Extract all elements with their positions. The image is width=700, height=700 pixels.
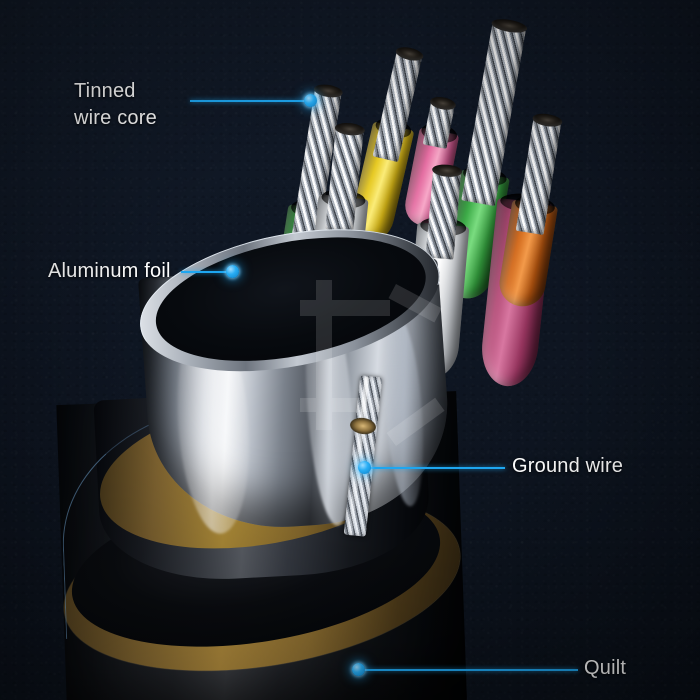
callout-label-quilt: Quilt — [584, 655, 626, 682]
callout-leader-line-tinned-wire-core — [190, 100, 305, 102]
callout-label-line-1: Aluminum foil — [48, 258, 171, 285]
callout-label-line-1: Quilt — [584, 655, 626, 682]
callout-dot-ground-wire — [358, 461, 371, 474]
callout-label-line-1: Ground wire — [512, 453, 623, 480]
callout-leader-line-quilt — [364, 669, 578, 671]
callout-leader-line-aluminum-foil — [181, 271, 231, 273]
callout-label-ground-wire: Ground wire — [512, 453, 623, 480]
callout-label-line-1: Tinned — [74, 78, 157, 105]
callout-label-tinned-wire-core: Tinned wire core — [74, 78, 157, 132]
callout-leader-line-ground-wire — [369, 467, 505, 469]
callout-label-line-2: wire core — [74, 105, 157, 132]
callout-dot-aluminum-foil — [226, 265, 239, 278]
callout-dot-tinned-wire-core — [304, 94, 317, 107]
callout-dot-quilt — [352, 663, 365, 676]
callout-label-aluminum-foil: Aluminum foil — [48, 258, 171, 285]
